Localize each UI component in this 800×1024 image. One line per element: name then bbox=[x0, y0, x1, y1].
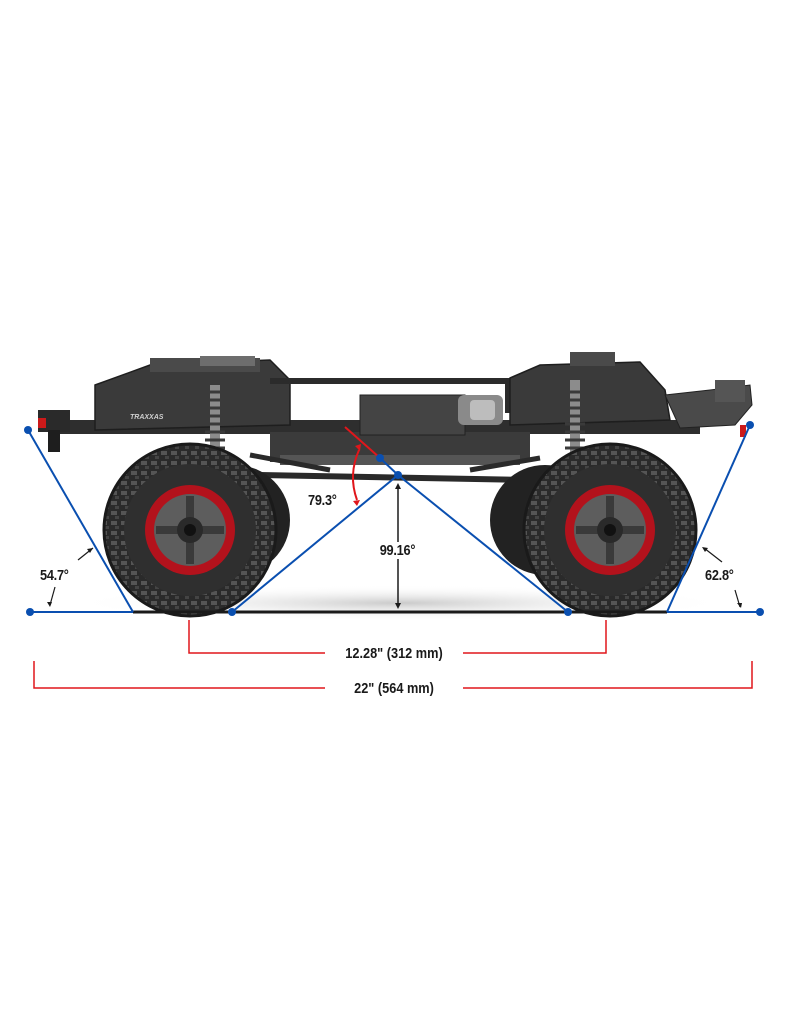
angle-point bbox=[394, 471, 402, 479]
wheelbase-label: 12.28" (312 mm) bbox=[341, 645, 447, 662]
overall-length-label: 22" (564 mm) bbox=[349, 680, 439, 697]
rear-wheel bbox=[102, 442, 290, 618]
breakover-angle-label: 79.3° bbox=[308, 492, 337, 509]
rear-shock bbox=[205, 385, 225, 460]
angle-point bbox=[228, 608, 236, 616]
chassis: TRAXXAS bbox=[38, 352, 753, 483]
breakover-red-line bbox=[344, 426, 381, 459]
arrow-head-icon bbox=[355, 444, 361, 451]
front-wheel bbox=[490, 442, 698, 618]
angle-point bbox=[26, 608, 34, 616]
breakover-angle-lines bbox=[231, 457, 569, 613]
overall-length-dimension bbox=[33, 661, 753, 689]
wheelbase-dimension bbox=[188, 620, 607, 654]
angle-point bbox=[746, 421, 754, 429]
traxxas-logo: TRAXXAS bbox=[130, 414, 164, 421]
arrow-head-icon bbox=[395, 603, 401, 609]
arrow-head-icon bbox=[353, 500, 360, 506]
departure-angle-label: 62.8° bbox=[705, 567, 734, 584]
arrow-head-icon bbox=[395, 483, 401, 489]
front-shock bbox=[565, 380, 585, 455]
angle-point bbox=[564, 608, 572, 616]
angle-point bbox=[24, 426, 32, 434]
front-approach-angle-lines bbox=[666, 424, 760, 613]
angle-point bbox=[376, 454, 384, 462]
approach-angle-label: 54.7° bbox=[40, 567, 69, 584]
rear-departure-angle-lines bbox=[27, 429, 134, 613]
clearance-angle-label: 99.16° bbox=[378, 542, 417, 559]
angle-point bbox=[756, 608, 764, 616]
breakover-arc bbox=[352, 449, 360, 501]
